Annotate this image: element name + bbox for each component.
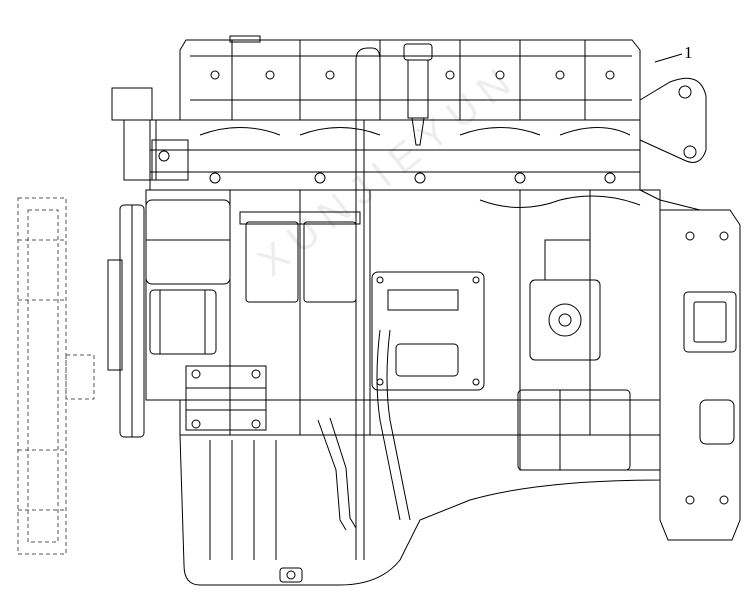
coolant-pipe xyxy=(480,190,700,210)
valve-cover-bolts xyxy=(211,71,614,79)
fan-outline xyxy=(18,198,94,554)
flywheel-housing xyxy=(660,210,740,540)
fuel-pump xyxy=(530,240,600,360)
alternator xyxy=(146,200,230,354)
oil-cooler xyxy=(186,366,266,430)
front-bracket xyxy=(112,88,188,180)
engine-block xyxy=(146,190,660,435)
starter xyxy=(518,390,630,470)
callout-label-1: 1 xyxy=(684,43,693,62)
oil-pan xyxy=(180,435,660,585)
dipstick-tube xyxy=(356,48,380,560)
oil-return-pipe xyxy=(318,418,356,530)
callout-leader-1 xyxy=(655,54,682,62)
lifting-eye xyxy=(640,78,706,162)
ecu xyxy=(372,272,484,390)
front-pulley xyxy=(108,205,144,437)
coolant-hose xyxy=(377,330,410,520)
drain-plug xyxy=(280,568,302,582)
oil-filler xyxy=(404,44,432,145)
valve-cover xyxy=(180,36,640,120)
injector-lines xyxy=(200,128,630,136)
